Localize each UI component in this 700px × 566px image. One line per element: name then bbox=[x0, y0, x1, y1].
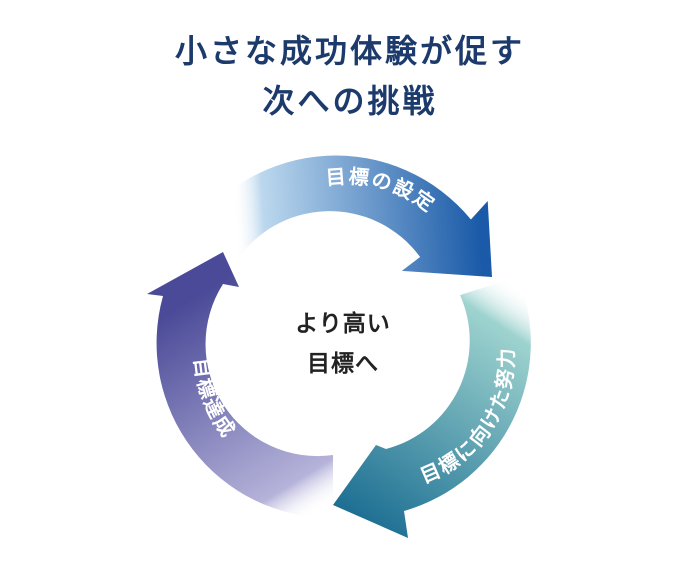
arrow-goal-setting-shape bbox=[189, 155, 492, 277]
title-line-2: 次への挑戦 bbox=[262, 82, 438, 120]
title-line-1: 小さな成功体験が促す bbox=[174, 32, 525, 70]
arrow-achievement: 目標達成 bbox=[147, 252, 333, 519]
center-text-line-2: 目標へ bbox=[307, 351, 379, 377]
arrow-effort-shape bbox=[333, 277, 531, 538]
center-text-line-1: より高い bbox=[295, 310, 391, 337]
arrow-achievement-shape bbox=[147, 252, 333, 519]
diagram-title: 小さな成功体験が促す 次への挑戦 bbox=[0, 26, 700, 126]
arrow-goal-setting: 目標の設定 bbox=[189, 155, 492, 277]
